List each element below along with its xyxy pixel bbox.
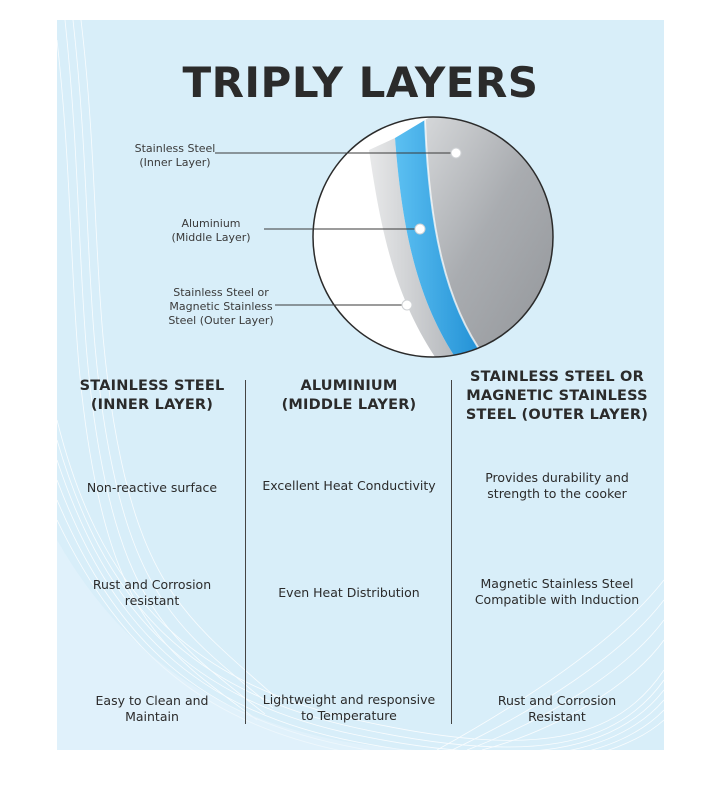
callout-text: Stainless Steel or — [173, 286, 269, 299]
feature-text: Non-reactive surface — [86, 480, 218, 495]
feature-text: strength to the cooker — [487, 486, 627, 501]
column-heading-inner-layer: STAINLESS STEEL (INNER LAYER) — [67, 377, 237, 415]
column-divider — [451, 380, 452, 724]
callout-text: Aluminium — [181, 217, 241, 230]
feature-item: Rust and Corrosion resistant — [67, 577, 237, 609]
callout-middle-layer: Aluminium (Middle Layer) — [161, 217, 261, 245]
feature-text: to Temperature — [301, 708, 397, 723]
feature-item: Even Heat Distribution — [253, 585, 445, 601]
feature-text: Rust and Corrosion — [497, 693, 617, 708]
heading-line: STEEL (OUTER LAYER) — [465, 407, 649, 423]
feature-text: resistant — [124, 593, 180, 608]
feature-item: Excellent Heat Conductivity — [253, 478, 445, 494]
callout-text: Stainless Steel — [134, 142, 216, 155]
feature-item: Provides durability and strength to the … — [459, 470, 655, 502]
feature-item: Rust and Corrosion Resistant — [459, 693, 655, 725]
layer-diagram — [215, 116, 554, 358]
callout-dot-middle — [414, 223, 426, 235]
feature-item: Easy to Clean and Maintain — [67, 693, 237, 725]
aluminium-layer — [395, 120, 487, 357]
callout-outer-layer: Stainless Steel or Magnetic Stainless St… — [161, 286, 281, 328]
heading-line: STAINLESS STEEL — [79, 378, 225, 394]
feature-text: Excellent Heat Conductivity — [262, 478, 436, 493]
heading-line: MAGNETIC STAINLESS — [466, 388, 648, 404]
feature-item: Lightweight and responsive to Temperatur… — [253, 692, 445, 724]
heading-line: ALUMINIUM — [300, 378, 398, 394]
column-heading-outer-layer: STAINLESS STEEL OR MAGNETIC STAINLESS ST… — [457, 368, 657, 425]
heading-line: STAINLESS STEEL OR — [470, 369, 644, 385]
callout-text: (Inner Layer) — [139, 156, 211, 169]
callout-dot-outer — [401, 299, 413, 311]
feature-text: Rust and Corrosion — [92, 577, 212, 592]
infographic-panel: TRIPLY LAYERS — [57, 20, 664, 750]
inner-steel-layer — [369, 138, 457, 357]
background-wave-lines — [57, 20, 664, 750]
column-divider — [245, 380, 246, 724]
feature-text: Resistant — [528, 709, 586, 724]
callout-text: Magnetic Stainless — [169, 300, 273, 313]
callout-text: (Middle Layer) — [171, 231, 251, 244]
callout-text: Steel (Outer Layer) — [168, 314, 274, 327]
feature-text: Easy to Clean and — [95, 693, 209, 708]
feature-text: Provides durability and — [485, 470, 629, 485]
feature-text: Magnetic Stainless Steel — [480, 576, 634, 591]
page-title: TRIPLY LAYERS — [182, 58, 539, 107]
heading-line: (MIDDLE LAYER) — [281, 397, 417, 413]
feature-text: Maintain — [125, 709, 179, 724]
feature-text: Lightweight and responsive — [262, 692, 436, 707]
column-heading-middle-layer: ALUMINIUM (MIDDLE LAYER) — [257, 377, 441, 415]
feature-text: Compatible with Induction — [474, 592, 640, 607]
feature-item: Magnetic Stainless Steel Compatible with… — [459, 576, 655, 608]
heading-line: (INNER LAYER) — [90, 397, 214, 413]
callout-inner-layer: Stainless Steel (Inner Layer) — [125, 142, 225, 170]
callout-dot-inner — [450, 147, 462, 159]
feature-item: Non-reactive surface — [67, 480, 237, 496]
feature-text: Even Heat Distribution — [278, 585, 420, 600]
